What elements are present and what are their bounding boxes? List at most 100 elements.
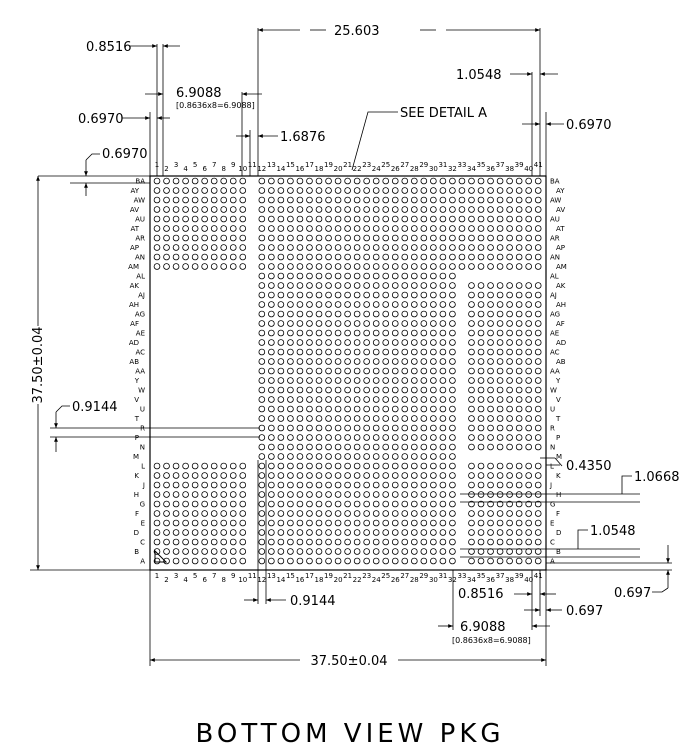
solder-ball xyxy=(258,253,266,261)
solder-ball xyxy=(220,472,228,479)
solder-ball xyxy=(268,329,275,337)
solder-ball xyxy=(372,329,380,337)
solder-ball xyxy=(515,510,523,517)
solder-ball xyxy=(229,557,237,565)
solder-ball xyxy=(420,272,428,280)
solder-ball xyxy=(420,339,428,346)
solder-ball xyxy=(430,548,437,555)
solder-ball xyxy=(420,434,428,441)
solder-ball xyxy=(506,415,513,422)
solder-ball xyxy=(353,206,361,213)
solder-ball xyxy=(277,282,285,289)
solder-ball xyxy=(191,196,199,204)
left-dimensions xyxy=(30,176,260,571)
solder-ball xyxy=(534,424,542,432)
solder-ball xyxy=(506,225,513,232)
solder-ball xyxy=(506,472,513,479)
row-label-left: T xyxy=(134,415,140,423)
solder-ball xyxy=(201,510,208,517)
solder-ball xyxy=(277,500,285,508)
solder-ball xyxy=(344,272,351,280)
solder-ball xyxy=(430,481,437,489)
row-label-right: AJ xyxy=(550,292,557,300)
solder-ball xyxy=(334,358,342,365)
solder-ball xyxy=(277,253,285,261)
solder-ball xyxy=(287,272,294,280)
solder-ball xyxy=(439,529,447,536)
solder-ball xyxy=(439,557,447,565)
solder-ball xyxy=(515,206,523,213)
solder-ball xyxy=(477,377,485,384)
solder-ball xyxy=(430,244,437,251)
solder-ball xyxy=(401,253,409,261)
dim-0-697-right: 0.697 xyxy=(614,586,651,601)
solder-ball xyxy=(268,491,275,498)
column-label-bottom: 6 xyxy=(202,576,207,584)
solder-ball xyxy=(439,263,447,270)
solder-ball xyxy=(534,443,542,451)
solder-ball xyxy=(306,453,313,460)
column-label-bottom: 22 xyxy=(353,576,362,584)
row-label-left: AU xyxy=(135,216,145,224)
row-label-right: R xyxy=(550,425,555,433)
solder-ball xyxy=(487,424,494,432)
solder-ball xyxy=(325,510,332,517)
solder-ball xyxy=(315,434,323,441)
solder-ball xyxy=(353,453,361,460)
solder-ball xyxy=(534,434,542,441)
row-label-right: AA xyxy=(550,368,560,376)
solder-ball xyxy=(411,500,418,508)
solder-ball xyxy=(277,348,285,356)
column-label-top: 6 xyxy=(202,165,207,173)
solder-ball xyxy=(287,301,294,308)
solder-ball xyxy=(515,557,523,565)
solder-ball xyxy=(325,472,332,479)
row-label-left: AM xyxy=(128,263,139,271)
solder-ball xyxy=(391,396,399,403)
solder-ball xyxy=(372,225,380,232)
solder-ball xyxy=(487,253,494,261)
solder-ball xyxy=(296,244,304,251)
solder-ball xyxy=(411,282,418,289)
solder-ball xyxy=(525,386,532,394)
solder-ball xyxy=(439,177,447,185)
solder-ball xyxy=(325,453,332,460)
row-label-left: AN xyxy=(135,254,145,262)
solder-ball xyxy=(344,329,351,337)
solder-ball xyxy=(449,272,456,280)
solder-ball xyxy=(391,519,399,527)
solder-ball xyxy=(411,529,418,536)
solder-ball xyxy=(287,510,294,517)
solder-ball xyxy=(420,301,428,308)
solder-ball xyxy=(449,348,456,356)
solder-ball xyxy=(439,206,447,213)
solder-ball xyxy=(344,225,351,232)
solder-ball xyxy=(334,500,342,508)
solder-ball xyxy=(239,225,247,232)
solder-ball xyxy=(268,177,275,185)
solder-ball xyxy=(306,510,313,517)
solder-ball xyxy=(372,206,380,213)
solder-ball xyxy=(449,529,456,536)
solder-ball xyxy=(534,234,542,242)
solder-ball xyxy=(306,263,313,270)
solder-ball xyxy=(296,424,304,432)
solder-ball xyxy=(344,557,351,565)
solder-ball xyxy=(287,244,294,251)
solder-ball xyxy=(325,206,332,213)
solder-ball xyxy=(439,548,447,555)
solder-ball xyxy=(506,538,513,546)
solder-ball xyxy=(401,310,409,318)
solder-ball xyxy=(163,253,170,261)
solder-ball xyxy=(315,329,323,337)
solder-ball xyxy=(430,291,437,299)
solder-ball xyxy=(172,462,180,470)
solder-ball xyxy=(325,424,332,432)
solder-ball xyxy=(287,215,294,223)
solder-ball xyxy=(382,424,390,432)
solder-ball xyxy=(496,538,504,546)
solder-ball xyxy=(153,510,161,517)
solder-ball xyxy=(534,500,542,508)
solder-ball xyxy=(420,291,428,299)
solder-ball xyxy=(334,263,342,270)
